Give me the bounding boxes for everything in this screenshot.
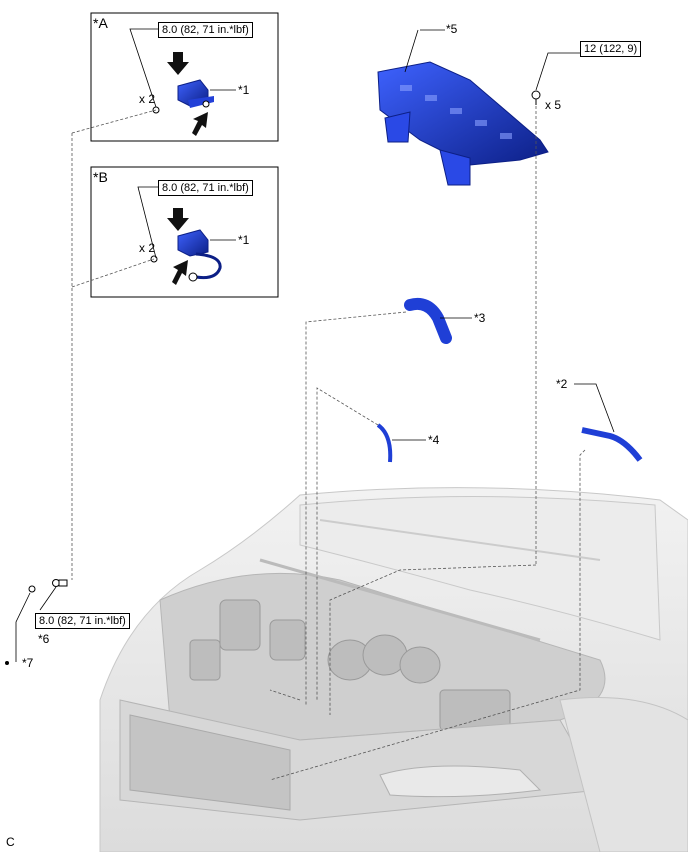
part-2-hose: [581, 427, 643, 462]
inset-b-leaders: [137, 186, 236, 259]
part-4-wire: [376, 423, 393, 463]
part-3-hose: [404, 297, 452, 344]
bolt-6: [52, 579, 68, 587]
part-5-leader: [404, 29, 419, 73]
part-5-qty: x 5: [545, 98, 562, 112]
dashed-leader-lines: [71, 106, 586, 781]
part-2-label: *2: [556, 377, 568, 391]
inset-a-bracket-part: [152, 52, 214, 136]
part-5-label: *5: [446, 22, 458, 36]
inset-a-torque: 8.0 (82, 71 in.*lbf): [158, 22, 253, 38]
inset-b-qty: x 2: [139, 241, 156, 255]
bolt-x5: [531, 90, 541, 105]
inset-a-leaders: [129, 28, 236, 108]
inset-a-title: *A: [93, 15, 108, 31]
part-6-label: *6: [38, 632, 50, 646]
inset-a-part-label: *1: [238, 83, 250, 97]
washer-7: [28, 585, 36, 593]
inset-b-bracket-part: [150, 208, 222, 285]
illustration-code: C: [6, 835, 15, 849]
inset-b-title: *B: [93, 169, 108, 185]
vehicle-engine-bay: [99, 487, 688, 852]
part-5-torque: 12 (122, 9): [580, 41, 642, 57]
inset-b-torque: 8.0 (82, 71 in.*lbf): [158, 180, 253, 196]
part-4-label: *4: [428, 433, 440, 447]
part-5-panel: [377, 61, 549, 186]
part-7-label: *7: [22, 656, 34, 670]
part-3-label: *3: [474, 311, 486, 325]
inset-b-part-label: *1: [238, 233, 250, 247]
inset-a-qty: x 2: [139, 92, 156, 106]
bottom-torque: 8.0 (82, 71 in.*lbf): [35, 613, 130, 629]
